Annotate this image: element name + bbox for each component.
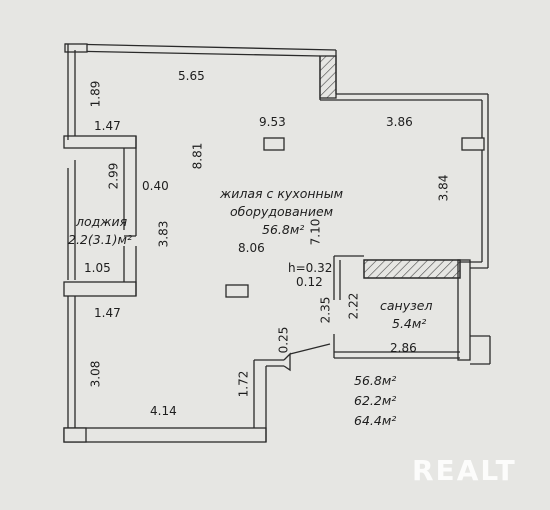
dim-bottom-wall: 4.14 <box>150 404 177 418</box>
living-room-area: 56.8м² <box>262 222 305 237</box>
dim-niche-h: h=0.32 <box>288 261 333 275</box>
dim-loggia-bottom: 1.47 <box>94 306 121 320</box>
dim-bath-width: 2.86 <box>390 341 417 355</box>
living-room-name-2: оборудованием <box>230 204 334 219</box>
dim-door-step: 0.25 <box>276 326 291 354</box>
dim-loggia-step: 0.40 <box>142 179 169 193</box>
total-area-2: 62.2м² <box>354 393 397 408</box>
ceiling-vent-lower <box>225 284 249 298</box>
dim-room-height: 8.81 <box>190 142 205 170</box>
dim-bottom-step: 1.72 <box>236 370 251 398</box>
dim-room-width: 8.06 <box>238 241 265 255</box>
loggia-area: 2.2(3.1)м² <box>68 232 132 247</box>
total-area-3: 64.4м² <box>354 413 397 428</box>
dim-loggia-top: 1.47 <box>94 119 121 133</box>
dim-right-top: 3.86 <box>386 115 413 129</box>
top-wall <box>64 43 488 101</box>
total-area-1: 56.8м² <box>354 373 397 388</box>
dim-top-wall: 5.65 <box>178 69 205 83</box>
dim-left-lower: 3.08 <box>88 360 103 388</box>
realt-watermark: REALT <box>412 454 517 487</box>
dim-loggia-height: 3.83 <box>156 220 171 248</box>
dim-center-width: 9.53 <box>259 115 286 129</box>
dim-loggia-mid: 1.05 <box>84 261 111 275</box>
loggia-name: лоджия <box>76 214 128 229</box>
dim-left-upper: 1.89 <box>88 80 103 108</box>
dim-niche-w: 0.12 <box>296 275 323 289</box>
bathroom-area: 5.4м² <box>392 316 427 331</box>
dim-right-side: 3.84 <box>436 174 451 202</box>
bathroom-walls <box>333 255 491 365</box>
dim-mid-height: 7.10 <box>308 218 323 246</box>
living-room-name-1: жилая с кухонным <box>220 186 344 201</box>
dim-bath-left-inner: 2.22 <box>346 292 361 320</box>
bathroom-name: санузел <box>380 298 433 313</box>
dim-bath-left: 2.35 <box>318 296 333 324</box>
ceiling-vent-upper <box>263 137 285 151</box>
dim-loggia-inner: 2.99 <box>106 162 121 190</box>
loggia-walls <box>63 44 137 440</box>
right-wall <box>460 94 489 269</box>
bottom-wall <box>63 343 331 443</box>
